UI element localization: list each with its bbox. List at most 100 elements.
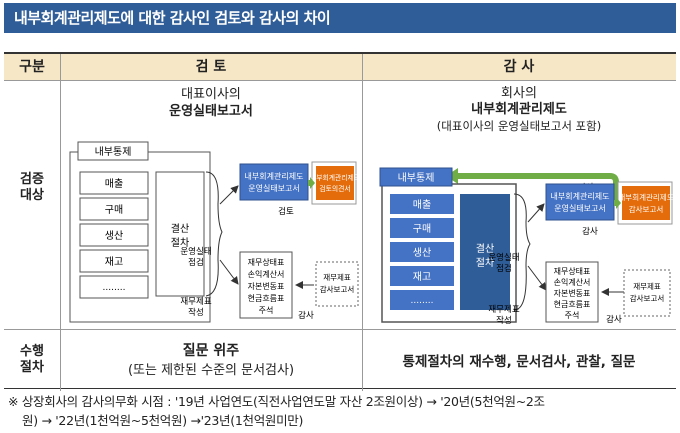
bracket — [205, 171, 223, 297]
bracket — [513, 193, 531, 311]
audit-report-label: 감사보고서 — [320, 284, 355, 294]
row-label-verification: 검증 대상 — [4, 172, 60, 204]
row-label-procedure: 수행 절차 — [4, 344, 60, 376]
review-label: 검토 — [278, 206, 294, 217]
process-list: 매출 구매 생산 재고 ........ — [390, 194, 454, 310]
audit-report-label: 재무제표 — [633, 282, 661, 291]
review-procedure-main: 질문 위주 — [182, 343, 240, 359]
fs-item: 손익계산서 — [554, 277, 591, 287]
process-box — [390, 290, 454, 310]
review-opinion-box — [316, 166, 354, 200]
report-label: 운영실태보고서 — [554, 203, 606, 213]
review-opinion-label: 내부회계관리제도 — [310, 173, 360, 182]
review-opinion-label: 검토의견서 — [319, 184, 350, 193]
process-box — [390, 218, 454, 238]
financial-statements-box — [239, 251, 293, 319]
internal-control-label: 내부통제 — [95, 146, 132, 158]
fs-item: 재무상태표 — [554, 266, 591, 276]
arrow — [527, 203, 545, 223]
process-label: 생산 — [413, 247, 431, 259]
op-status-label: 운영실태 — [488, 252, 519, 263]
arrow — [219, 185, 239, 205]
review-heading-line1: 대표이사의 — [181, 87, 241, 102]
audit-procedure: 통제절차의 재수행, 문서검사, 관찰, 질문 — [402, 354, 636, 370]
closing-label: 절차 — [171, 236, 189, 249]
process-box — [79, 223, 149, 247]
row-label-text: 수행 — [20, 344, 44, 359]
column-divider — [60, 54, 61, 391]
review-procedure-sub: (또는 제한된 수준의 문서검사) — [127, 363, 295, 378]
process-box — [390, 194, 454, 214]
process-label: 매출 — [105, 178, 123, 190]
fs-item: 현금흐름표 — [248, 294, 285, 303]
footnote: ※ 상장회사의 감사의무화 시점 : '19년 사업연도(직전사업연도말 자산 … — [8, 392, 674, 430]
process-box — [79, 249, 149, 273]
header-audit: 감 사 — [503, 59, 535, 75]
page-title: 내부회계관리제도에 대한 감사인 검토와 감사의 차이 — [4, 3, 676, 33]
fs-prep-label: 재무제표 — [180, 297, 211, 307]
process-label: 매출 — [413, 199, 431, 211]
financial-statements-box — [545, 261, 599, 323]
process-label: 생산 — [105, 230, 123, 242]
report-label: 내부회계관리제도 — [551, 191, 610, 201]
row-label-text: 대상 — [20, 188, 44, 203]
op-status-label: 운영실태 — [180, 246, 211, 257]
closing-process-box — [155, 171, 205, 297]
arrow — [527, 265, 547, 291]
fs-prep-label: 작성 — [188, 307, 204, 318]
review-procedure: 질문 위주 (또는 제한된 수준의 문서검사) — [60, 342, 362, 380]
column-divider — [362, 54, 363, 391]
process-box — [79, 275, 149, 299]
review-heading: 대표이사의 운영실태보고서 — [60, 86, 362, 120]
audit-label: 감사 — [606, 314, 622, 325]
process-box — [390, 242, 454, 262]
header-category: 구분 — [19, 59, 45, 75]
op-status-label: 점검 — [188, 257, 204, 268]
audit-diagram: 감사 내부통제 매출 구매 생산 재고 ........ 결산 절차 운영실태 … — [379, 167, 674, 326]
row-divider — [4, 329, 676, 330]
closing-label: 절차 — [476, 256, 494, 269]
report-label: 운영실태보고서 — [248, 183, 300, 193]
table-header: 구분 검 토 감 사 — [4, 54, 676, 81]
row-label-text: 검증 — [20, 172, 44, 187]
internal-control-tab — [379, 167, 453, 187]
audit-heading-line1: 회사의 — [501, 86, 537, 101]
closing-label: 결산 — [171, 223, 189, 235]
fs-item: 손익계산서 — [248, 269, 285, 279]
internal-control-tab — [77, 141, 149, 161]
comparison-table: 구분 검 토 감 사 검증 대상 수행 절차 대표이사의 운영실태보고서 회사의… — [4, 52, 676, 391]
fs-item: 재무상태표 — [248, 257, 285, 267]
green-arrow — [614, 197, 621, 209]
footnote-line: 원) → '22년(1천억원~5천억원) →'23년(1천억원미만) — [22, 413, 304, 428]
audit-report-box — [623, 269, 671, 317]
internal-control-label: 내부통제 — [398, 172, 435, 184]
audit-label: 감사 — [298, 310, 314, 321]
audit-heading-line2: 내부회계관리제도 — [471, 102, 567, 117]
fs-item: 주석 — [565, 310, 580, 320]
green-arrow — [308, 177, 315, 189]
process-box — [79, 171, 149, 195]
review-heading-line2: 운영실태보고서 — [169, 104, 253, 119]
audit-heading-line3: (대표이사의 운영실태보고서 포함) — [436, 119, 602, 133]
op-status-report-box — [239, 163, 309, 201]
fs-item: 자본변동표 — [248, 281, 285, 291]
fs-item: 자본변동표 — [554, 288, 591, 298]
audit-report-label: 감사보고서 — [630, 293, 665, 303]
arrow — [219, 259, 239, 285]
audit-opinion-label: 감사보고서 — [629, 204, 664, 214]
green-feedback-arrow — [458, 173, 619, 206]
process-box — [79, 197, 149, 221]
process-label: 재고 — [105, 256, 123, 268]
audit-mid-label: 감사 — [582, 226, 598, 237]
fs-prep-label: 작성 — [496, 315, 512, 326]
fs-item: 현금흐름표 — [554, 300, 591, 309]
fs-prep-label: 재무제표 — [488, 305, 519, 315]
process-box — [390, 266, 454, 286]
fs-item: 주석 — [259, 305, 274, 315]
op-status-label: 점검 — [496, 263, 512, 274]
audit-report-label: 재무제표 — [323, 273, 351, 282]
closing-label: 결산 — [476, 243, 494, 255]
audit-heading: 회사의 내부회계관리제도 (대표이사의 운영실태보고서 포함) — [362, 86, 676, 134]
header-review: 검 토 — [195, 59, 227, 75]
closing-process-box — [460, 194, 510, 310]
